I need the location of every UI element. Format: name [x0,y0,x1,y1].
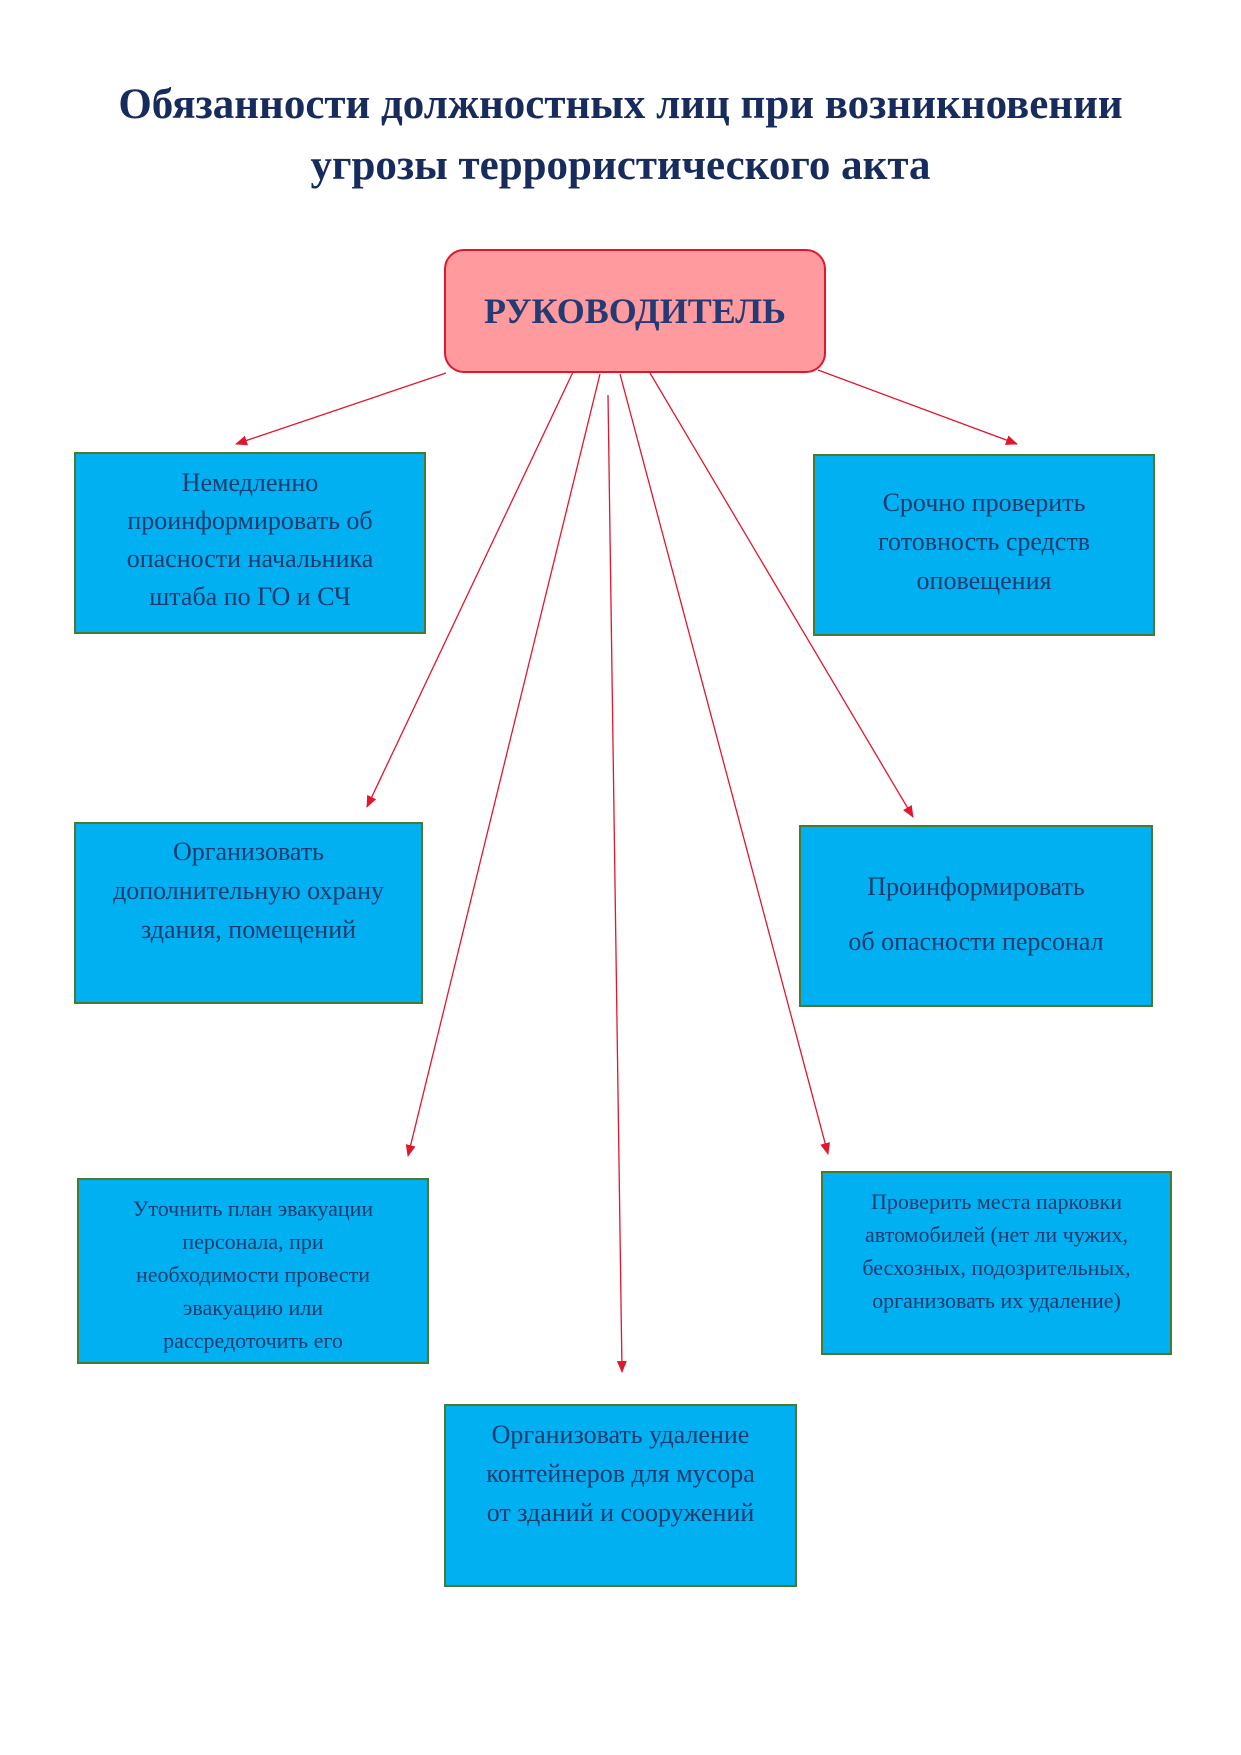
task-line: опасности начальника [126,544,374,573]
arrow-to-notify-chief [235,372,447,446]
task-line: необходимости провести [135,1262,370,1287]
task-text-check-parking: Проверить места парковки автомобилей (не… [833,1185,1160,1317]
task-line: рассредоточить его [163,1328,343,1353]
page-title-line-1: Обязанности должностных лиц при возникно… [118,81,1123,128]
task-line: готовность средств [878,527,1090,556]
task-box-remove-containers: Организовать удаление контейнеров для му… [444,1404,797,1587]
task-line: бесхозных, подозрительных, [862,1255,1131,1280]
task-box-evacuation-plan: Уточнить план эвакуации персонала, при н… [77,1178,429,1364]
page-title: Обязанности должностных лиц при возникно… [0,74,1241,196]
task-line: штаба по ГО и СЧ [149,582,351,611]
task-line: проинформировать об [127,506,373,535]
task-line: Организовать [173,837,324,866]
task-line: от зданий и сооружений [486,1498,755,1527]
task-line: Организовать удаление [491,1420,750,1449]
task-text-check-alert-means: Срочно проверить готовность средств опов… [825,483,1143,600]
task-box-organize-guard: Организовать дополнительную охрану здани… [74,822,423,1004]
task-line: Срочно проверить [882,488,1086,517]
task-text-inform-staff: Проинформировать об опасности персонал [811,859,1141,969]
task-line: эвакуацию или [182,1295,324,1320]
task-line: дополнительную охрану [113,876,384,905]
manager-label: РУКОВОДИТЕЛЬ [484,291,786,331]
arrow-to-evacuation-plan [405,373,601,1157]
arrow-to-check-parking [619,373,830,1155]
arrow-to-check-alert [817,369,1018,445]
task-line: автомобилей (нет ли чужих, [865,1222,1128,1247]
task-line: об опасности персонал [848,927,1104,956]
task-line: организовать их удаление) [872,1288,1121,1313]
task-text-notify-chief: Немедленно проинформировать об опасности… [86,464,414,616]
arrow-to-remove-containers [607,394,627,1373]
task-line: Проверить места парковки [871,1189,1122,1214]
task-box-notify-chief: Немедленно проинформировать об опасности… [74,452,426,634]
page-title-line-2: угрозы террористического акта [310,142,931,189]
task-line: контейнеров для мусора [486,1459,755,1488]
task-text-remove-containers: Организовать удаление контейнеров для му… [456,1415,785,1532]
task-box-inform-staff: Проинформировать об опасности персонал [799,825,1153,1007]
manager-box: РУКОВОДИТЕЛЬ [444,249,826,373]
task-text-evacuation-plan: Уточнить план эвакуации персонала, при н… [89,1192,417,1357]
task-line: Проинформировать [867,872,1085,901]
task-box-check-parking: Проверить места парковки автомобилей (не… [821,1171,1172,1355]
task-line: персонала, при [182,1229,324,1254]
task-line: Уточнить план эвакуации [132,1196,374,1221]
task-line: оповещения [916,566,1052,595]
task-box-check-alert-means: Срочно проверить готовность средств опов… [813,454,1155,636]
task-line: Немедленно [181,468,319,497]
task-line: здания, помещений [140,915,357,944]
task-text-organize-guard: Организовать дополнительную охрану здани… [86,832,411,949]
